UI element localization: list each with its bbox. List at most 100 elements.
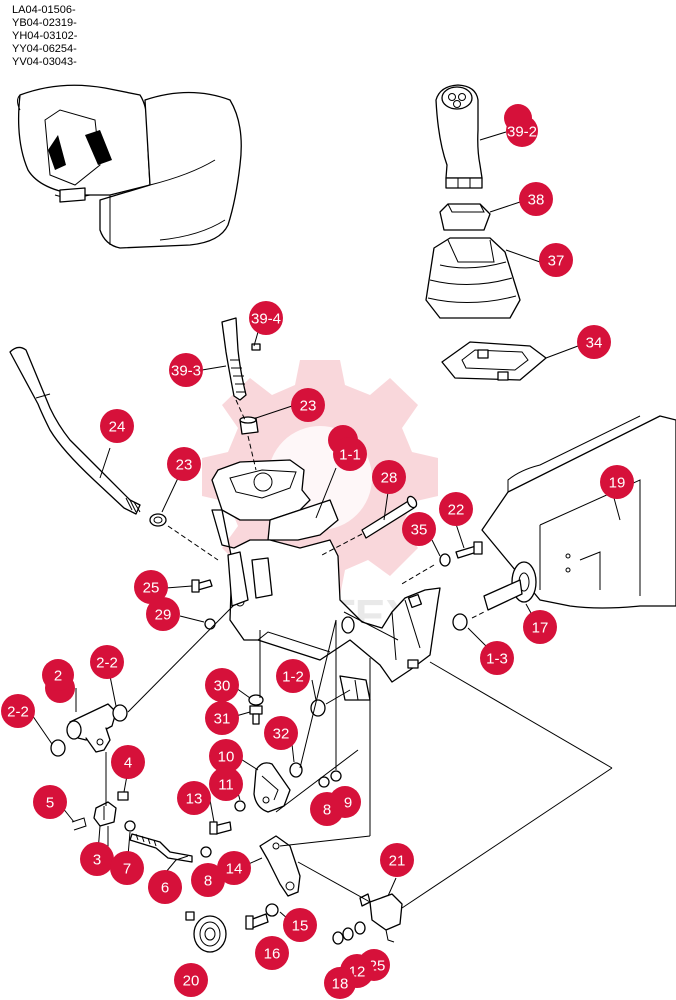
callout-marker — [33, 785, 67, 819]
serial-number: YY04-06254- — [12, 43, 77, 55]
callout-marker — [209, 739, 243, 773]
callout-label: 22 — [448, 502, 465, 519]
callout-marker — [276, 659, 310, 693]
callout-21: 21 — [380, 843, 414, 877]
washer — [354, 921, 366, 935]
callout-28: 28 — [372, 460, 406, 494]
callout-3: 3 — [80, 842, 114, 876]
callout-label: 19 — [609, 475, 626, 492]
boot-plate — [441, 341, 547, 381]
callout-label: 1-2 — [282, 669, 304, 686]
callout-5: 5 — [33, 785, 67, 819]
lever-bracket-frame — [211, 459, 441, 701]
callout-38: 38 — [519, 182, 553, 216]
callout-39-2: 39-2 — [504, 104, 538, 147]
lever-rod — [221, 317, 261, 401]
nut — [332, 931, 344, 945]
callout-30: 30 — [205, 668, 239, 702]
callout-39-3: 39-3 — [169, 353, 203, 387]
callout-label: 18 — [332, 976, 349, 993]
serial-number-list: LA04-01506- YB04-02319- YH04-03102- YY04… — [12, 4, 77, 69]
callout-marker — [519, 182, 553, 216]
callout-label: 2-2 — [7, 704, 29, 721]
callout-marker — [90, 645, 124, 679]
callout-label: 5 — [46, 795, 54, 812]
washer — [439, 553, 451, 567]
limit-switch — [359, 893, 403, 943]
callout-marker — [333, 437, 367, 471]
washer — [342, 927, 354, 941]
callout-marker — [205, 701, 239, 735]
callout-marker — [283, 908, 317, 942]
callout-1-1: 1-1 — [328, 425, 367, 471]
callout-marker — [209, 767, 243, 801]
cam-plate — [253, 762, 291, 813]
callout-6: 6 — [148, 870, 182, 904]
bush — [149, 513, 167, 527]
washer — [204, 618, 216, 630]
callout-label: 31 — [214, 711, 231, 728]
washer — [265, 903, 279, 917]
bush — [50, 739, 66, 757]
callout-marker — [217, 851, 251, 885]
callout-marker — [100, 409, 134, 443]
callout-marker — [402, 512, 436, 546]
callout-29: 29 — [146, 597, 180, 631]
bush — [289, 762, 303, 778]
callout-marker — [504, 104, 532, 132]
callout-label: 8 — [204, 873, 212, 890]
callout-label: 1-3 — [486, 651, 508, 668]
callout-label: 11 — [218, 777, 234, 794]
callout-label: 3 — [93, 852, 101, 869]
callout-17: 17 — [523, 610, 557, 644]
collar — [452, 613, 468, 631]
callout-marker — [380, 843, 414, 877]
callout-marker — [523, 610, 557, 644]
callout-16: 16 — [255, 936, 289, 970]
callout-label: 34 — [586, 335, 603, 352]
callout-bubbles: 39-2 38 37 34 39-4 39-3 23 24 1-1 23 28 … — [1, 104, 634, 999]
callout-label: 2-2 — [96, 655, 118, 672]
nut — [200, 846, 212, 858]
callout-1-2: 1-2 — [276, 659, 310, 693]
callout-22: 22 — [439, 492, 473, 526]
serial-number: YB04-02319- — [12, 17, 77, 29]
callout-marker — [167, 447, 201, 481]
callout-2-2-left: 2-2 — [1, 694, 35, 728]
callout-18: 18 — [324, 967, 356, 999]
callout-marker — [577, 325, 611, 359]
serial-number: LA04-01506- — [12, 4, 76, 16]
callout-label: 4 — [124, 755, 132, 772]
callout-15: 15 — [283, 908, 317, 942]
bolt — [117, 791, 129, 801]
joystick-boot — [425, 237, 521, 319]
callout-label: 38 — [528, 192, 545, 209]
pivot-shaft — [66, 703, 117, 753]
machine-seat-overview — [17, 84, 242, 249]
bush — [112, 704, 128, 722]
callout-label: 9 — [344, 795, 352, 812]
lever-24 — [9, 346, 141, 515]
callout-label: 21 — [389, 853, 406, 870]
callout-marker — [146, 597, 180, 631]
callout-35: 35 — [402, 512, 436, 546]
nut — [248, 694, 264, 706]
callout-25: 25 — [134, 570, 168, 604]
callout-31: 31 — [205, 701, 239, 735]
joystick-knob — [435, 84, 483, 189]
callout-marker — [600, 465, 634, 499]
callout-label: 24 — [109, 419, 126, 436]
callout-marker — [42, 659, 74, 691]
callout-label: 32 — [273, 726, 290, 743]
callout-marker — [324, 967, 356, 999]
callout-label: 35 — [411, 522, 428, 539]
callout-label: 2 — [54, 668, 62, 685]
callout-label: 8 — [323, 802, 331, 819]
callout-label: 39-2 — [507, 124, 537, 141]
callout-20: 20 — [174, 963, 208, 997]
callout-marker — [249, 301, 283, 335]
callout-label: 7 — [123, 861, 131, 878]
callout-2: 2 — [42, 659, 75, 703]
callout-7: 7 — [110, 851, 144, 885]
